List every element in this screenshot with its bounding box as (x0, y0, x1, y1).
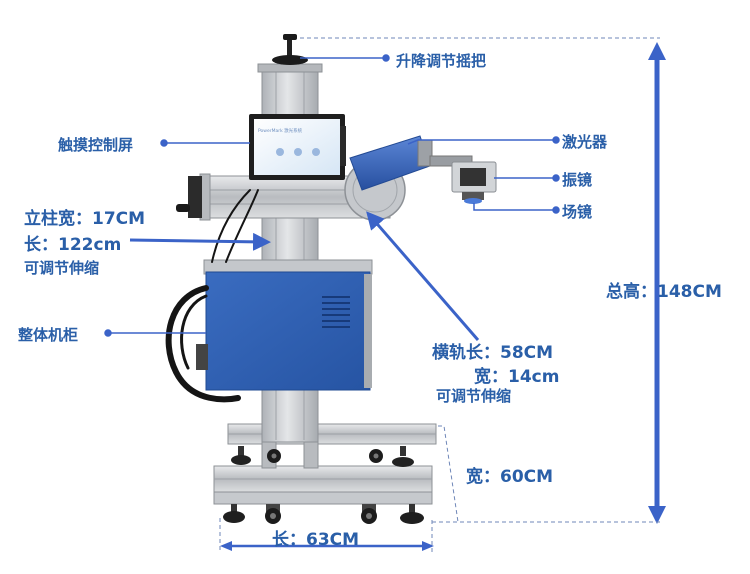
dim-base-width: 宽：60CM (466, 467, 554, 487)
label-lift-handle: 升降调节摇把 (396, 52, 487, 70)
touchscreen-panel: PowerMark 激光系统 (249, 114, 346, 180)
rail-handwheel (176, 176, 202, 218)
leveling-foot (400, 504, 424, 524)
dimension-arrows (129, 42, 666, 551)
label-galvo: 振镜 (562, 171, 593, 189)
caster-wheel (267, 449, 281, 463)
callout-lines (104, 54, 560, 337)
caster-wheel (361, 504, 377, 524)
dim-total-height: 总高：148CM (606, 282, 722, 302)
lift-crank-handle (272, 34, 308, 65)
dim-rail-length: 横轨长：58CM (432, 343, 554, 363)
label-cabinet: 整体机柜 (18, 326, 79, 344)
dim-column-width: 立柱宽：17CM (24, 209, 146, 229)
dim-rail-adjustable: 可调节伸缩 (436, 387, 512, 405)
dim-column-length: 长：122cm (24, 235, 122, 255)
leveling-foot (223, 504, 245, 523)
cabinet-vent (322, 296, 350, 328)
dim-rail-width: 宽：14cm (474, 367, 560, 387)
label-laser: 激光器 (562, 133, 608, 151)
label-field-lens: 场镜 (562, 203, 593, 221)
leveling-foot (392, 446, 414, 467)
dim-base-length: 长：63CM (272, 530, 360, 550)
cables (165, 189, 259, 403)
screen-brand-text: PowerMark 激光系统 (258, 127, 303, 134)
control-cabinet (196, 259, 373, 391)
dim-column-adjustable: 可调节伸缩 (24, 259, 100, 277)
caster-wheel (265, 504, 281, 524)
caster-wheel (369, 449, 383, 463)
leveling-foot (231, 446, 251, 465)
galvo-head (429, 155, 497, 193)
label-touchscreen: 触摸控制屏 (58, 136, 134, 154)
dimension-guides (219, 37, 660, 552)
field-lens (462, 192, 484, 204)
